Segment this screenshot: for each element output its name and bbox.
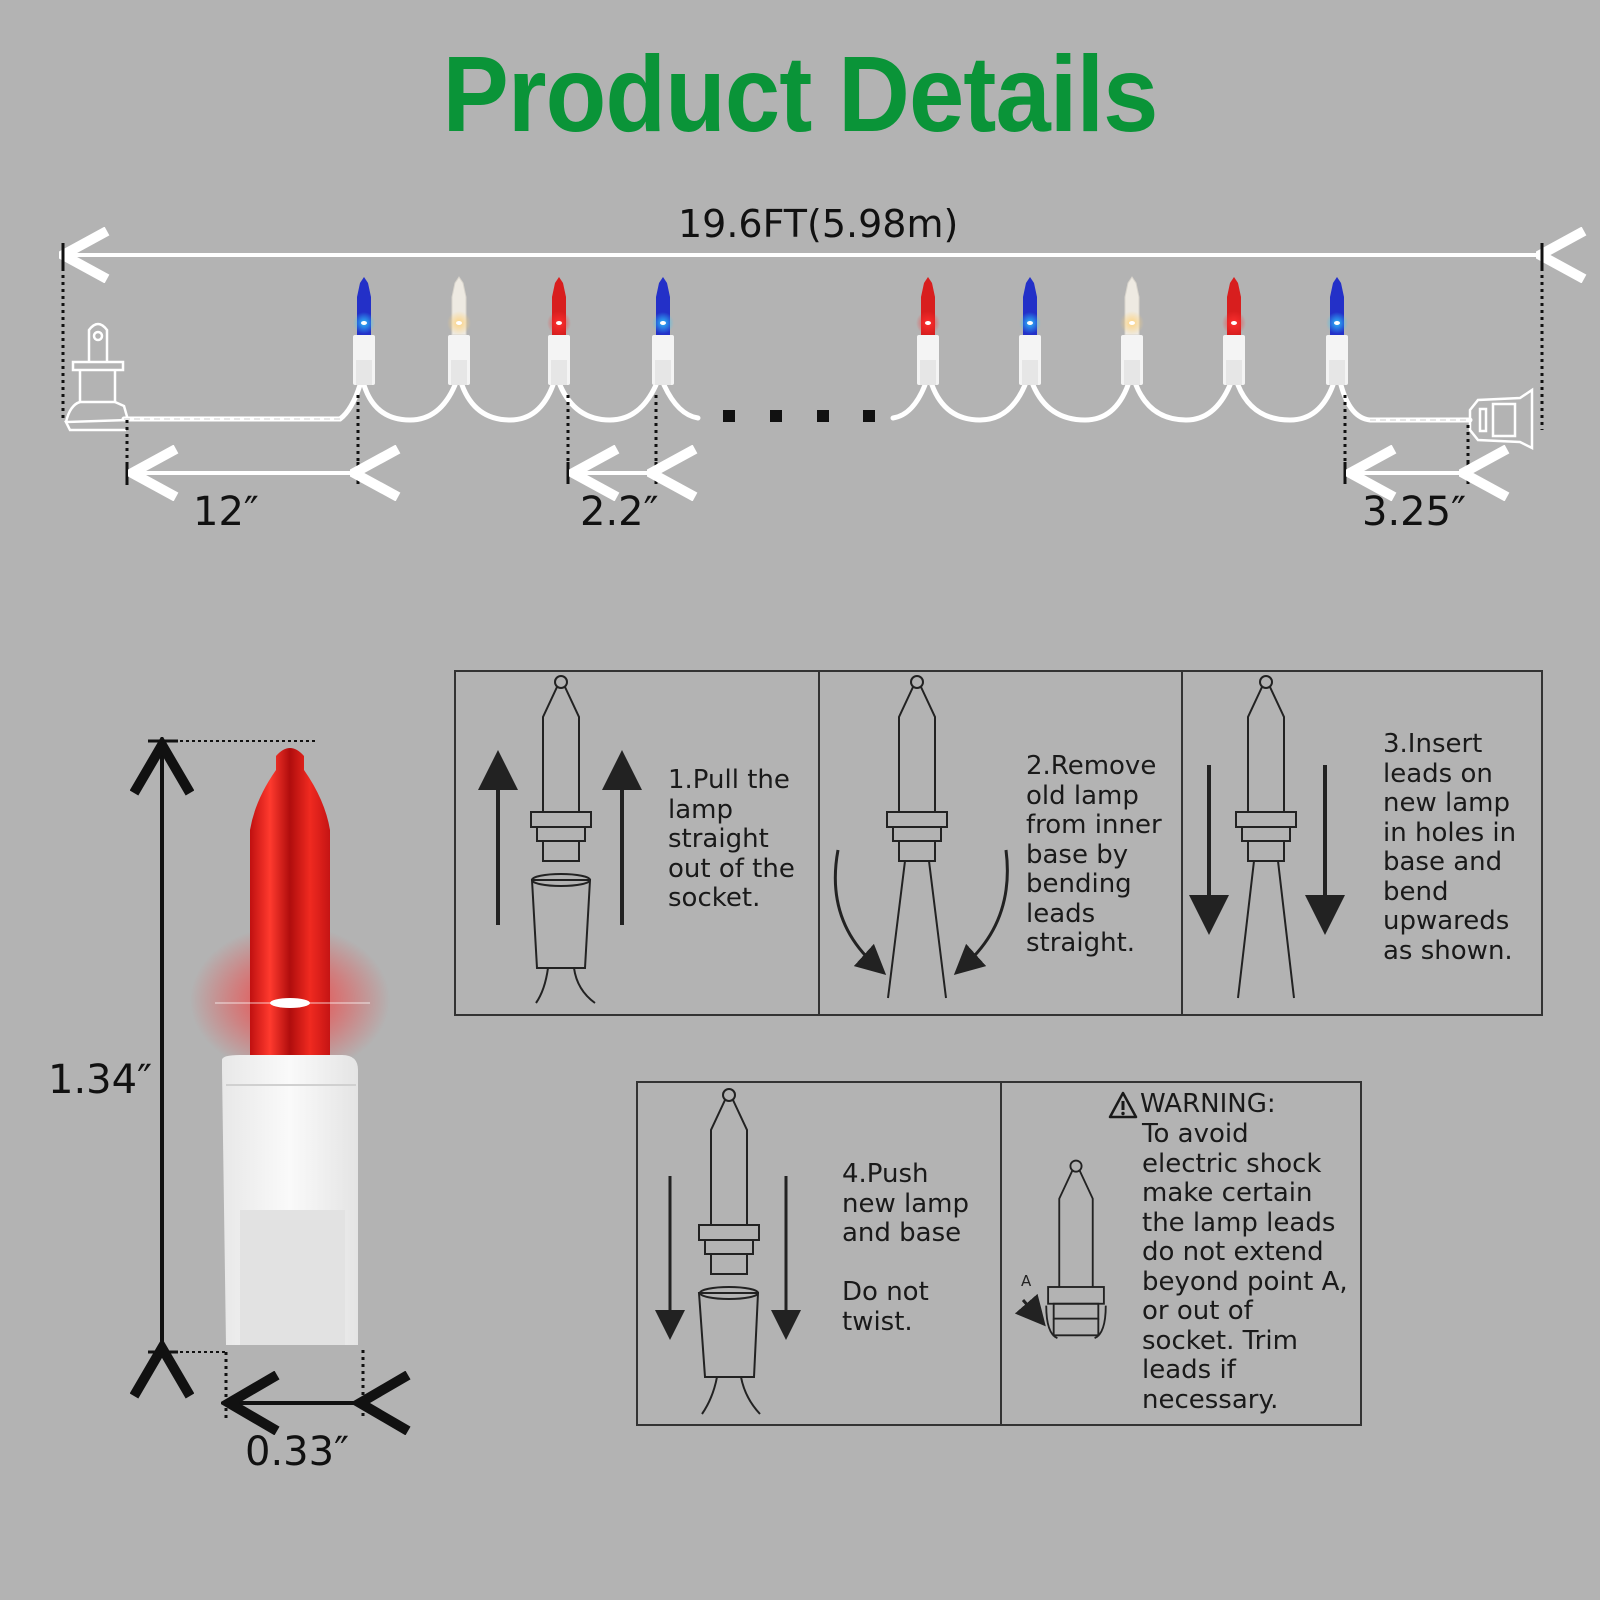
bulb-dimension-diagram (0, 0, 420, 1500)
step-3-cell (1181, 672, 1541, 1014)
warning-text: To avoid electric shock make certain the… (1142, 1119, 1348, 1415)
page-title: Product Details (442, 33, 1158, 154)
warning-drawing (1014, 1159, 1107, 1340)
step-2-drawing (833, 675, 1009, 999)
light-string-diagram (0, 0, 1600, 560)
warning-cell (1000, 1083, 1360, 1424)
bulb-height-label: 1.34″ (48, 1057, 153, 1103)
total-length-label: 19.6FT(5.98m) (678, 202, 959, 246)
step-4-drawing (655, 1088, 801, 1415)
bulb-width-label: 0.33″ (245, 1429, 350, 1475)
point-a-label: A (1021, 1272, 1032, 1290)
instructions-panel-bottom (636, 1081, 1362, 1426)
step-4-text: 4.Push new lamp and base Do not twist. (842, 1159, 969, 1337)
step-1-text: 1.Pull the lamp straight out of the sock… (668, 765, 795, 913)
bulb-spacing-label: 2.2″ (580, 489, 659, 535)
step-2-cell (818, 672, 1181, 1014)
warning-header: WARNING: (1108, 1089, 1276, 1120)
step-2-text: 2.Remove old lamp from inner base by ben… (1026, 751, 1162, 958)
warning-triangle-icon (1108, 1091, 1138, 1118)
end-connector-icon (1468, 387, 1534, 451)
end-length-label: 3.25″ (1362, 489, 1467, 535)
plug-icon (64, 322, 130, 432)
step-1-drawing (478, 675, 642, 1004)
step-3-text: 3.Insert leads on new lamp in holes in b… (1383, 729, 1517, 966)
step-3-drawing (1189, 675, 1345, 999)
instructions-panel-top (454, 670, 1543, 1016)
warning-title: WARNING: (1140, 1089, 1276, 1119)
lead-length-label: 12″ (193, 489, 259, 535)
